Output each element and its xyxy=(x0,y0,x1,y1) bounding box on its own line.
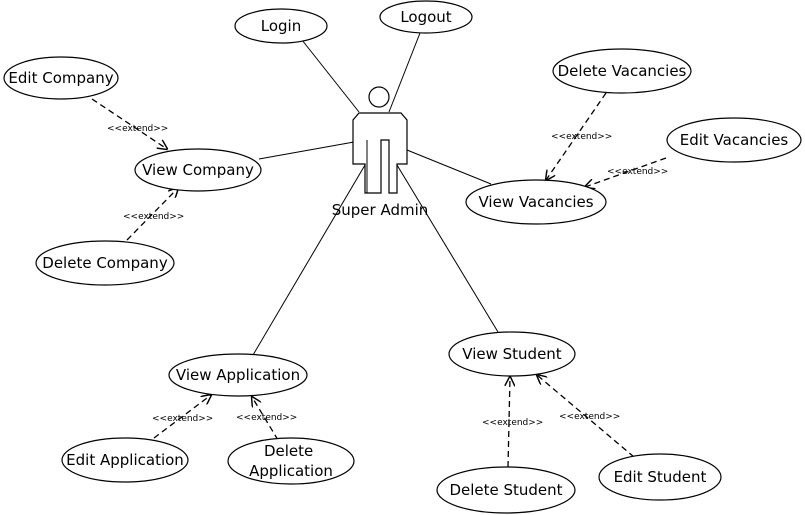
extend-delete-student xyxy=(508,377,510,468)
use-case-view-vacancies-label: View Vacancies xyxy=(478,193,593,211)
association-login xyxy=(301,39,360,113)
extend-edit-vacancies xyxy=(585,157,667,187)
extend-label: <<extend>> xyxy=(236,413,297,423)
use-case-delete-company[interactable]: Delete Company xyxy=(35,240,175,286)
use-case-delete-vacancies-label: Delete Vacancies xyxy=(558,62,687,80)
use-case-login-label: Login xyxy=(261,17,301,35)
use-case-edit-application-label: Edit Application xyxy=(66,451,184,469)
use-case-view-application[interactable]: View Application xyxy=(168,353,308,397)
use-case-view-vacancies[interactable]: View Vacancies xyxy=(465,179,607,225)
use-case-delete-student-label: Delete Student xyxy=(449,481,562,499)
association-view-company xyxy=(258,141,355,160)
use-case-edit-student-label: Edit Student xyxy=(614,468,707,486)
extend-edit-company xyxy=(91,98,167,149)
association-logout xyxy=(388,32,421,113)
use-case-delete-application-label-line2: Application xyxy=(249,462,333,480)
use-case-edit-vacancies-label: Edit Vacancies xyxy=(680,131,789,149)
use-case-edit-student[interactable]: Edit Student xyxy=(598,453,722,501)
use-case-delete-company-label: Delete Company xyxy=(42,254,168,272)
use-case-delete-vacancies[interactable]: Delete Vacancies xyxy=(552,48,692,94)
use-case-delete-application-label-line1: Delete xyxy=(264,442,313,460)
associations xyxy=(252,32,499,356)
use-case-logout[interactable]: Logout xyxy=(379,0,473,34)
extend-delete-company xyxy=(126,188,178,241)
use-case-view-application-label: View Application xyxy=(176,366,300,384)
use-case-view-company-label: View Company xyxy=(142,161,254,179)
use-case-login[interactable]: Login xyxy=(234,8,328,44)
use-case-view-student[interactable]: View Student xyxy=(448,331,576,377)
use-case-edit-company-label: Edit Company xyxy=(8,69,113,87)
actor-head-icon xyxy=(368,86,390,108)
extend-label: <<extend>> xyxy=(152,414,213,424)
actor-body-icon xyxy=(352,112,408,194)
use-case-delete-student[interactable]: Delete Student xyxy=(436,466,576,514)
use-case-edit-vacancies[interactable]: Edit Vacancies xyxy=(666,117,802,163)
use-case-logout-label: Logout xyxy=(400,8,451,26)
extend-labels: <<extend>> <<extend>> <<extend>> <<exten… xyxy=(107,124,668,428)
extend-label: <<extend>> xyxy=(551,132,612,142)
extend-label: <<extend>> xyxy=(107,124,168,134)
association-view-student xyxy=(396,164,499,333)
extend-relations xyxy=(91,92,667,468)
use-case-edit-application[interactable]: Edit Application xyxy=(61,437,189,483)
use-case-view-company[interactable]: View Company xyxy=(134,148,262,192)
use-case-edit-company[interactable]: Edit Company xyxy=(3,56,119,100)
association-view-vacancies xyxy=(406,149,492,185)
use-case-view-student-label: View Student xyxy=(462,345,562,363)
actor-name: Super Admin xyxy=(332,201,429,219)
use-case-delete-application[interactable]: Delete Application xyxy=(227,437,355,485)
actor-super-admin: Super Admin xyxy=(332,86,429,219)
extend-delete-vacancies xyxy=(546,92,607,180)
extend-label: <<extend>> xyxy=(123,212,184,222)
extend-label: <<extend>> xyxy=(607,167,668,177)
association-view-application xyxy=(252,164,366,356)
extend-edit-application xyxy=(153,395,211,439)
extend-label: <<extend>> xyxy=(482,418,543,428)
use-case-delete-application-label: Delete Application xyxy=(249,442,333,480)
extend-label: <<extend>> xyxy=(559,412,620,422)
extend-delete-application xyxy=(252,397,279,441)
extend-edit-student xyxy=(537,375,635,458)
